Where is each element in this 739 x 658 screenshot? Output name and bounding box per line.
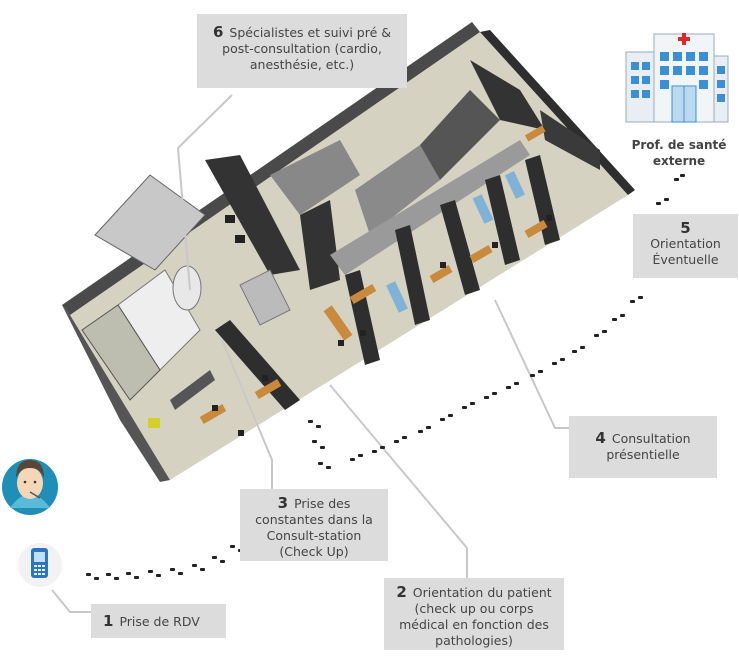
step-text-line2: présentielle bbox=[606, 447, 680, 462]
hospital-label: Prof. de santé externe bbox=[625, 137, 733, 169]
patient-avatar-icon bbox=[2, 459, 58, 515]
step-number: 6 bbox=[212, 23, 224, 41]
step-text-line4: (Check Up) bbox=[279, 544, 349, 559]
step-text-line4: pathologies) bbox=[435, 633, 513, 648]
step-text-line3: médical en fonction des bbox=[399, 617, 549, 632]
floorplan bbox=[62, 22, 635, 482]
step-text-line2: (check up ou corps bbox=[414, 601, 534, 616]
step-text: Prise de RDV bbox=[119, 614, 200, 629]
step-text-line2: constantes dans la bbox=[255, 512, 373, 527]
callout-step-2: 2 Orientation du patient (check up ou cor… bbox=[384, 578, 564, 650]
hospital-building-icon bbox=[625, 33, 729, 123]
callout-step-6: 6 Spécialistes et suivi pré & post-consul… bbox=[197, 14, 407, 88]
step-number: 3 bbox=[277, 494, 289, 512]
footprint-path bbox=[86, 174, 685, 580]
hospital-label-line1: Prof. de santé bbox=[631, 138, 727, 152]
step-text-line3: anesthésie, etc.) bbox=[249, 57, 355, 72]
step-text-line3: Consult-station bbox=[266, 528, 362, 543]
step-number: 4 bbox=[595, 429, 606, 447]
step-text-line2: Éventuelle bbox=[652, 252, 719, 267]
hospital-label-line2: externe bbox=[652, 154, 706, 168]
step-number: 2 bbox=[396, 583, 407, 601]
callout-step-1: 1 Prise de RDV bbox=[91, 604, 226, 638]
step-text-line2: post-consultation (cardio, bbox=[222, 41, 382, 56]
step-text-line1: Orientation bbox=[650, 236, 721, 251]
step-text-line1: Consultation bbox=[611, 431, 691, 446]
callout-step-3: 3 Prise des constantes dans la Consult-st… bbox=[240, 489, 388, 561]
step-number: 5 bbox=[680, 219, 691, 237]
step-text-line1: Prise des bbox=[294, 496, 351, 511]
footprint-icon bbox=[86, 174, 685, 580]
step-number: 1 bbox=[103, 612, 114, 630]
connector-lines bbox=[51, 94, 569, 613]
callout-step-4: 4 Consultation présentielle bbox=[569, 416, 717, 478]
callout-step-5: 5 Orientation Éventuelle bbox=[633, 214, 738, 278]
step-text-line1: Spécialistes et suivi pré & bbox=[229, 25, 392, 40]
mobile-phone-icon bbox=[18, 543, 62, 587]
step-text-line1: Orientation du patient bbox=[412, 585, 552, 600]
